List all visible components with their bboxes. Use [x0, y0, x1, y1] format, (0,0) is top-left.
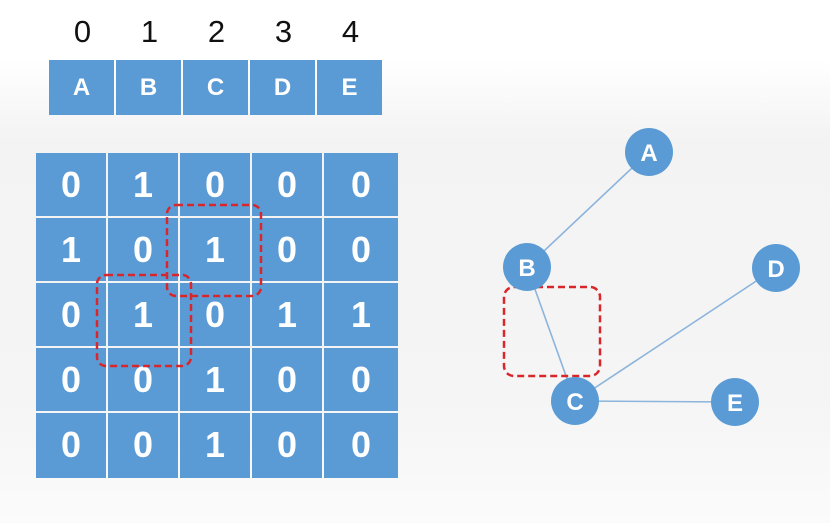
- matrix-cell-3-1: 0: [108, 348, 178, 411]
- matrix-cell-4-2: 1: [180, 413, 250, 478]
- matrix-cell-3-2: 1: [180, 348, 250, 411]
- vertex-cell-c: C: [183, 60, 248, 115]
- matrix-row-3: 0 0 1 0 0: [36, 348, 398, 411]
- matrix-cell-4-1: 0: [108, 413, 178, 478]
- index-label-4: 4: [341, 14, 360, 49]
- node-a: A: [625, 128, 673, 176]
- index-row: 0 1 2 3 4: [49, 10, 384, 54]
- matrix-cell-3-0: 0: [36, 348, 106, 411]
- matrix-cell-2-0: 0: [36, 283, 106, 346]
- matrix-cell-1-2: 1: [180, 218, 250, 281]
- matrix-cell-2-4: 1: [324, 283, 398, 346]
- vertex-array: A B C D E: [49, 60, 384, 115]
- node-d-label: D: [767, 256, 784, 283]
- vertex-cell-e: E: [317, 60, 382, 115]
- matrix-cell-0-3: 0: [252, 153, 322, 216]
- matrix-cell-0-1: 1: [108, 153, 178, 216]
- edge-c-e: [574, 400, 736, 403]
- matrix-cell-3-3: 0: [252, 348, 322, 411]
- vertex-cell-b: B: [116, 60, 181, 115]
- matrix-cell-4-4: 0: [324, 413, 398, 478]
- edge-a-b: [526, 151, 650, 268]
- index-label-0: 0: [73, 14, 92, 49]
- matrix-cell-1-3: 0: [252, 218, 322, 281]
- edge-c-d: [574, 267, 777, 402]
- matrix-cell-4-3: 0: [252, 413, 322, 478]
- matrix-cell-0-4: 0: [324, 153, 398, 216]
- index-label-2: 2: [207, 14, 226, 49]
- adjacency-matrix: 0 1 0 0 0 1 0 1 0 0 0 1 0 1 1 0 0 1 0 0 …: [36, 153, 398, 478]
- matrix-cell-2-1: 1: [108, 283, 178, 346]
- node-e: E: [711, 378, 759, 426]
- index-label-3: 3: [274, 14, 293, 49]
- matrix-row-4: 0 0 1 0 0: [36, 413, 398, 478]
- matrix-cell-3-4: 0: [324, 348, 398, 411]
- edge-highlight-b-c: [502, 285, 602, 378]
- node-e-label: E: [727, 390, 743, 417]
- node-c-label: C: [566, 389, 583, 416]
- node-d: D: [752, 244, 800, 292]
- matrix-cell-2-3: 1: [252, 283, 322, 346]
- node-a-label: A: [640, 140, 657, 167]
- node-b: B: [503, 243, 551, 291]
- index-label-1: 1: [140, 14, 159, 49]
- vertex-cell-a: A: [49, 60, 114, 115]
- matrix-cell-0-0: 0: [36, 153, 106, 216]
- matrix-cell-1-4: 0: [324, 218, 398, 281]
- matrix-highlight-b-c: [165, 203, 263, 298]
- matrix-cell-1-0: 1: [36, 218, 106, 281]
- matrix-highlight-c-b: [95, 273, 193, 368]
- node-c: C: [551, 377, 599, 425]
- matrix-cell-4-0: 0: [36, 413, 106, 478]
- node-b-label: B: [518, 255, 535, 282]
- vertex-cell-d: D: [250, 60, 315, 115]
- matrix-row-2: 0 1 0 1 1: [36, 283, 398, 346]
